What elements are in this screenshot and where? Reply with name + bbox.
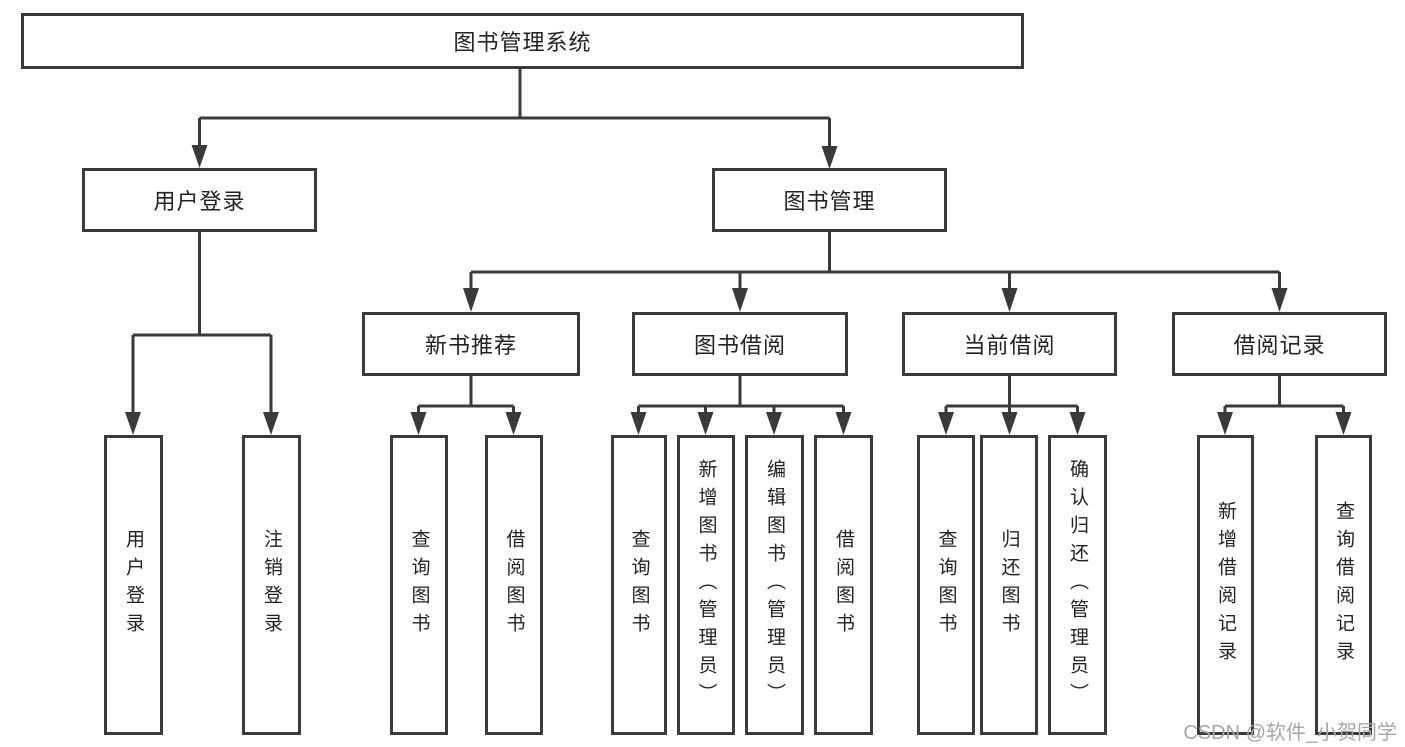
node-user-login: 用户登录 bbox=[82, 168, 317, 232]
node-label: 查询图书 bbox=[408, 529, 430, 641]
leaf-query-books-borrow: 查询图书 bbox=[611, 435, 667, 735]
node-label: 查询图书 bbox=[628, 529, 650, 641]
node-label: 新增借阅记录 bbox=[1215, 501, 1236, 669]
node-label: 借阅图书 bbox=[833, 529, 854, 641]
node-book-borrowing: 图书借阅 bbox=[632, 312, 848, 376]
leaf-add-borrow-record: 新增借阅记录 bbox=[1197, 435, 1254, 735]
node-label: 图书管理 bbox=[783, 189, 876, 214]
watermark: CSDN @软件_小贺同学 bbox=[1183, 722, 1397, 744]
leaf-query-books-current: 查询图书 bbox=[917, 435, 975, 735]
node-label: 查询借阅记录 bbox=[1333, 501, 1354, 669]
leaf-confirm-return-admin: 确认归还（管理员） bbox=[1048, 435, 1107, 735]
node-borrowing-records: 借阅记录 bbox=[1172, 312, 1387, 376]
node-book-management: 图书管理 bbox=[712, 168, 947, 232]
node-label: 确认归还（管理员） bbox=[1067, 459, 1088, 711]
node-label: 编辑图书（管理员） bbox=[764, 459, 785, 711]
leaf-return-books: 归还图书 bbox=[980, 435, 1038, 735]
node-label: 新书推荐 bbox=[424, 333, 517, 358]
node-current-borrowing: 当前借阅 bbox=[902, 312, 1117, 376]
node-label: 归还图书 bbox=[998, 529, 1020, 641]
leaf-logout: 注销登录 bbox=[242, 435, 301, 735]
node-label: 用户登录 bbox=[153, 189, 246, 214]
node-new-book-recommendation: 新书推荐 bbox=[362, 312, 580, 376]
leaf-query-borrow-record: 查询借阅记录 bbox=[1315, 435, 1372, 735]
node-label: 借阅记录 bbox=[1233, 333, 1326, 358]
node-label: 新增图书（管理员） bbox=[695, 459, 717, 711]
node-label: 当前借阅 bbox=[963, 333, 1056, 358]
node-label: 图书借阅 bbox=[693, 333, 786, 358]
leaf-user-login: 用户登录 bbox=[104, 435, 163, 735]
leaf-query-books-recommend: 查询图书 bbox=[390, 435, 448, 735]
leaf-edit-books-admin: 编辑图书（管理员） bbox=[745, 435, 804, 735]
leaf-borrow-books: 借阅图书 bbox=[814, 435, 873, 735]
node-label: 查询图书 bbox=[935, 529, 957, 641]
node-label: 图书管理系统 bbox=[453, 30, 592, 55]
node-library-management-system: 图书管理系统 bbox=[21, 13, 1024, 69]
node-label: 注销登录 bbox=[261, 529, 282, 641]
node-label: 用户登录 bbox=[123, 529, 144, 641]
node-label: 借阅图书 bbox=[503, 529, 525, 641]
leaf-borrow-books-recommend: 借阅图书 bbox=[485, 435, 543, 735]
leaf-add-books-admin: 新增图书（管理员） bbox=[677, 435, 735, 735]
